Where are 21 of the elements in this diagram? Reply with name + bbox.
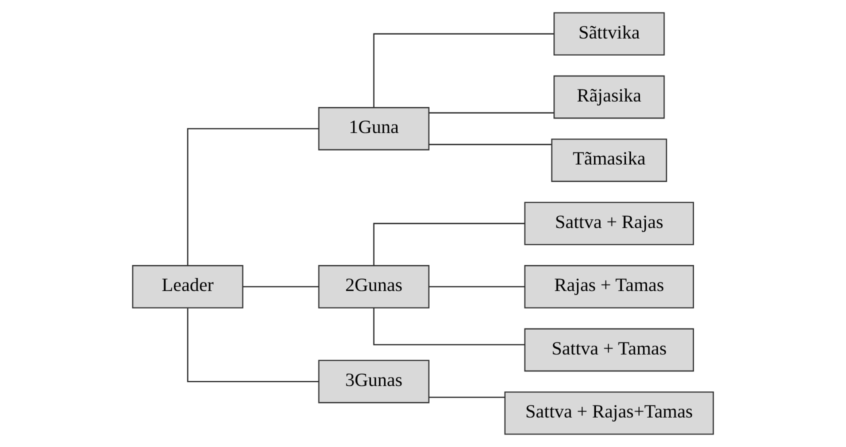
node-box: Sattva + Rajas+Tamas bbox=[504, 391, 714, 435]
connector bbox=[429, 286, 525, 288]
node-box: Rajas + Tamas bbox=[524, 265, 694, 308]
node-box: Tãmasika bbox=[551, 138, 668, 182]
connector bbox=[243, 286, 319, 288]
connector bbox=[373, 33, 554, 108]
connector bbox=[187, 128, 318, 266]
node-box: Leader bbox=[132, 265, 244, 308]
connector bbox=[187, 308, 318, 382]
node-box: Rãjasika bbox=[554, 75, 665, 119]
node-box: Sattva + Rajas bbox=[524, 202, 694, 246]
connector bbox=[429, 396, 505, 398]
connector bbox=[429, 144, 552, 146]
node-box: 1Guna bbox=[318, 107, 430, 150]
connector bbox=[429, 112, 554, 114]
connector bbox=[373, 222, 525, 266]
node-box: 3Gunas bbox=[318, 360, 430, 404]
node-box: Sattva + Tamas bbox=[524, 328, 694, 372]
node-box: Sãttvika bbox=[554, 12, 665, 56]
connector bbox=[373, 308, 525, 346]
node-box: 2Gunas bbox=[318, 265, 430, 308]
